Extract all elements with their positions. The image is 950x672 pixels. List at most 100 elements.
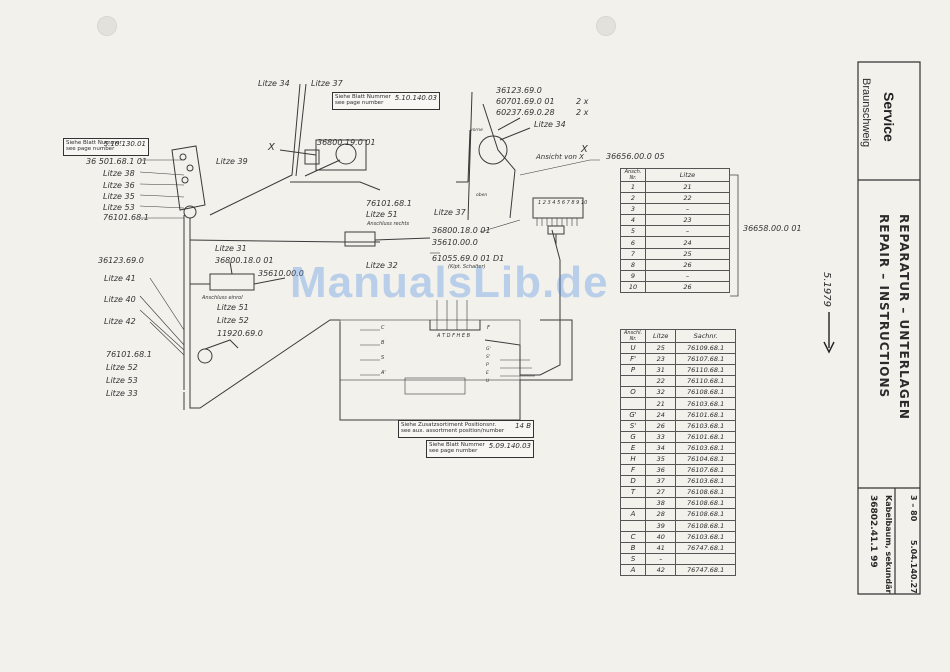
punch-hole <box>97 16 117 36</box>
reference-text: see page number <box>66 146 115 152</box>
label-part-76101: 76101.68.1 <box>103 213 149 222</box>
label-litze39: Litze 39 <box>216 157 248 166</box>
label-litze34-mid: Litze 34 <box>534 120 566 129</box>
page-number: 3 – 80 <box>909 495 918 522</box>
reference-text: see page number <box>429 448 478 454</box>
label-conn-f: F <box>487 325 490 331</box>
label-anschluss-einrol: Anschluss einrol <box>202 295 243 301</box>
label-part-36800-18-b: 36800.18.0 01 <box>215 256 274 265</box>
label-vorne: vorne <box>470 128 483 133</box>
label-litze40: Litze 40 <box>104 295 136 304</box>
label-part-60237: 60237.69.0.28 <box>496 108 555 117</box>
table-cell: 39 <box>645 519 677 532</box>
label-litze53-b: Litze 53 <box>106 376 138 385</box>
label-part-36123-top: 36123.69.0 <box>496 86 542 95</box>
label-part-61055-note: (Kipt. Schalter) <box>448 264 486 270</box>
table-cell: 26 <box>645 280 730 293</box>
label-part-35610-b: 35610.00.0 <box>258 269 304 278</box>
document-number: 5.04.140.27 <box>909 540 918 594</box>
table-row: S– <box>619 552 736 565</box>
table-cell: 76747.68.1 <box>675 563 736 576</box>
label-conn-a: A' <box>381 370 386 376</box>
label-litze52: Litze 52 <box>217 316 249 325</box>
label-part-36800-18: 36800.18.0 01 <box>432 226 491 235</box>
city-label: Braunschweig <box>860 78 872 148</box>
reference-number: 5.10.140.03 <box>394 94 437 102</box>
label-conn-b: B <box>381 340 385 346</box>
table-header: Ansch. Nr. <box>620 168 646 182</box>
label-ansicht-x: Ansicht von X <box>536 153 584 161</box>
reference-box: Siehe Blatt Nummer see page number 5.09.… <box>426 440 534 458</box>
label-conn-s: S <box>381 355 385 361</box>
label-part-36658: 36658.00.0 01 <box>743 224 802 233</box>
label-litze37-mid: Litze 37 <box>434 208 466 217</box>
label-litze41: Litze 41 <box>104 274 136 283</box>
part-number: 36802.41.1 99 <box>868 495 878 568</box>
reference-text: Siehe Blatt Nummer <box>66 140 122 146</box>
label-part-36800-19: 36800.19.0 01 <box>317 138 376 147</box>
label-part-36501: 36 501.68.1 01 <box>86 157 148 166</box>
label-litze31: Litze 31 <box>215 244 247 253</box>
table-row: 9– <box>620 269 730 282</box>
label-part-61055-unit: D1 <box>493 254 505 263</box>
reference-number: 14 B <box>515 422 531 430</box>
label-conn-c: C <box>381 325 385 331</box>
title-english: REPAIR – INSTRUCTIONS <box>877 214 891 399</box>
subtitle: Kabelbaum, sekundär <box>884 495 893 594</box>
label-connector-letters: A T D F H E B <box>437 333 471 339</box>
label-litze35: Litze 35 <box>103 192 135 201</box>
reference-text: Siehe Zusatzsortiment Positionsnr. <box>401 422 497 428</box>
label-litze32: Litze 32 <box>366 261 398 270</box>
label-view-x: X <box>268 142 275 153</box>
punch-hole <box>596 16 616 36</box>
label-litze34: Litze 34 <box>258 79 290 88</box>
frame-line <box>857 61 921 595</box>
arrow-down-icon <box>823 312 835 354</box>
watermark: ManualsLib.de <box>290 258 609 307</box>
label-part-60701-qty: 2 x <box>576 97 589 106</box>
table-cell: 42 <box>645 563 677 576</box>
label-litze42: Litze 42 <box>104 317 136 326</box>
label-part-35610: 35610.00.0 <box>432 238 478 247</box>
label-litze36: Litze 36 <box>103 181 135 190</box>
service-logo: Service <box>881 92 897 142</box>
label-part-61055: 61055.69.0 01 <box>432 254 491 263</box>
reference-text: see page number <box>335 100 384 106</box>
label-part-60701: 60701.69.0 01 <box>496 97 555 106</box>
label-part-76101-b: 76101.68.1 <box>366 199 412 208</box>
reference-number: 5.09.140.03 <box>488 442 531 450</box>
reference-text: Siehe Blatt Nummer <box>335 94 391 100</box>
label-part-11920: 11920.69.0 <box>217 329 263 338</box>
reference-text: Siehe Blatt Nummer <box>429 442 485 448</box>
reference-number: 5.10.130.01 <box>103 140 146 148</box>
bracket-line <box>730 174 739 297</box>
label-oben: oben <box>476 193 488 198</box>
label-litze51-b: Litze 51 <box>217 303 249 312</box>
label-part-60237-qty: 2 x <box>576 108 589 117</box>
title-german: REPARATUR – UNTERLAGEN <box>897 214 911 420</box>
label-litze33: Litze 33 <box>106 389 138 398</box>
label-anschluss-rechts: Anschluss rechts <box>367 221 410 227</box>
label-litze52-b: Litze 52 <box>106 363 138 372</box>
label-litze37: Litze 37 <box>311 79 343 88</box>
